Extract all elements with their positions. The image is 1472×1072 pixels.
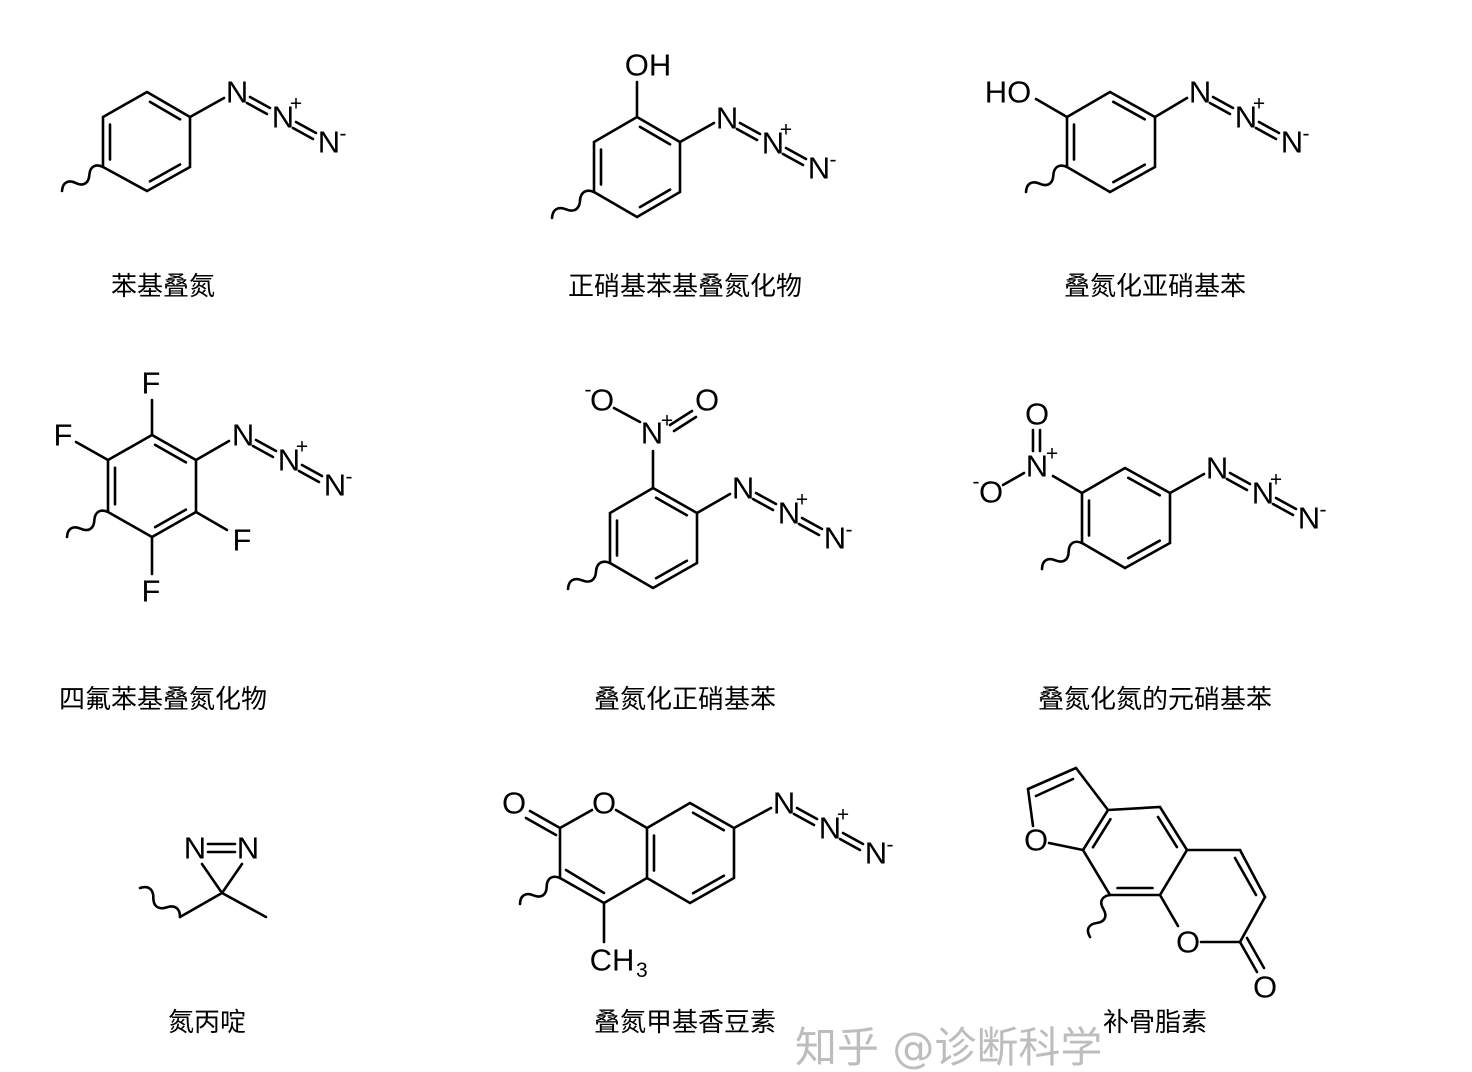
molecule-hydroxy-phenyl-azide: OH 正硝基苯基叠氮化物: [550, 48, 838, 302]
oxygen-label: O: [592, 786, 616, 821]
double-bond-line: [691, 874, 726, 895]
azide-group: [1204, 449, 1328, 537]
double-bond-line: [148, 100, 182, 121]
wavy-attachment-bond: [1024, 164, 1069, 194]
caption: 叠氮甲基香豆素: [594, 1008, 776, 1038]
oxygen-label: O: [1253, 970, 1277, 1005]
charge-minus: -: [585, 379, 592, 402]
molecule-psoralen: O O O 补骨脂素: [1024, 766, 1277, 1038]
caption: 补骨脂素: [1103, 1008, 1207, 1038]
hydroxyl-label: HO: [985, 75, 1032, 110]
azide-group: [1187, 73, 1311, 161]
double-bond-line: [148, 163, 182, 183]
wavy-attachment-bond: [1086, 893, 1112, 939]
azide-group: [771, 784, 895, 872]
caption: 叠氮化亚硝基苯: [1064, 272, 1246, 302]
fluorine-label: F: [142, 366, 161, 401]
wavy-attachment-bond: [518, 875, 562, 906]
molecule-azidomethylcoumarin: O O CH 3 叠氮甲基香豆素: [502, 784, 895, 1038]
wavy-attachment-bond: [60, 164, 105, 193]
double-bond-line: [638, 125, 672, 146]
double-bond-line: [691, 811, 726, 832]
double-bond-line: [153, 508, 188, 529]
double-bond-line: [1156, 815, 1179, 849]
methyl-subscript: 3: [636, 959, 648, 982]
molecule-diazirine: N N 氮丙啶: [138, 831, 268, 1038]
caption: 苯基叠氮: [111, 272, 215, 302]
azide-group: [714, 99, 838, 187]
nitro-n-label: N: [641, 416, 663, 451]
double-bond-line: [638, 188, 672, 209]
charge-plus: +: [1046, 443, 1058, 466]
caption: 四氟苯基叠氮化物: [59, 685, 267, 715]
fluorine-label: F: [233, 523, 252, 558]
azide-group: [224, 73, 348, 161]
caption: 叠氮化正硝基苯: [594, 685, 776, 715]
molecule-ortho-nitrophenyl-azide: N + O - O 叠氮化正硝基苯: [566, 379, 854, 715]
molecule-phenyl-azide: 苯基叠氮: [60, 73, 348, 302]
molecule-3-hydroxy-phenyl-azide: HO 叠氮化亚硝基苯: [985, 73, 1311, 302]
oxygen-label: O: [695, 383, 719, 418]
wavy-attachment-bond: [138, 885, 182, 919]
methyl-label: CH: [590, 943, 635, 978]
wavy-attachment-bond: [566, 560, 612, 591]
double-bond-line: [153, 443, 188, 464]
double-bond-line: [1111, 163, 1147, 184]
oxygen-label: O: [1176, 925, 1200, 960]
molecule-meta-nitrophenyl-azide: N + O O - 叠氮化氮的元硝基苯: [973, 397, 1328, 715]
nitrogen-label: N: [237, 831, 259, 866]
wavy-attachment-bond: [1040, 540, 1084, 571]
wavy-attachment-bond: [65, 509, 110, 539]
oxygen-label: O: [979, 475, 1003, 510]
charge-plus: +: [661, 410, 673, 433]
caption: 氮丙啶: [168, 1008, 246, 1038]
nitro-n-label: N: [1026, 449, 1048, 484]
nitrogen-label: N: [184, 831, 206, 866]
oxygen-label: O: [502, 786, 526, 821]
double-bond-line: [654, 559, 689, 580]
watermark: 知乎 @诊断科学: [795, 1023, 1102, 1072]
azide-group: [230, 416, 354, 504]
azide-group: [730, 469, 854, 557]
double-bond-line: [654, 496, 689, 517]
double-bond-line: [1126, 539, 1162, 560]
caption: 正硝基苯基叠氮化物: [568, 272, 802, 302]
oxygen-label: O: [590, 383, 614, 418]
molecule-tetrafluorophenyl-azide: F F F F 四氟苯基叠氮化物: [54, 366, 354, 715]
charge-minus: -: [973, 471, 980, 494]
oxygen-label: O: [1024, 823, 1048, 858]
double-bond-line: [1126, 476, 1162, 497]
hydroxyl-label: OH: [625, 48, 672, 83]
double-bond-line: [1111, 100, 1147, 121]
double-bond-line: [1091, 817, 1112, 849]
wavy-attachment-bond: [550, 189, 596, 220]
oxygen-label: O: [1025, 397, 1049, 432]
fluorine-label: F: [142, 574, 161, 609]
caption: 叠氮化氮的元硝基苯: [1038, 685, 1272, 715]
fluorine-label: F: [54, 418, 73, 453]
